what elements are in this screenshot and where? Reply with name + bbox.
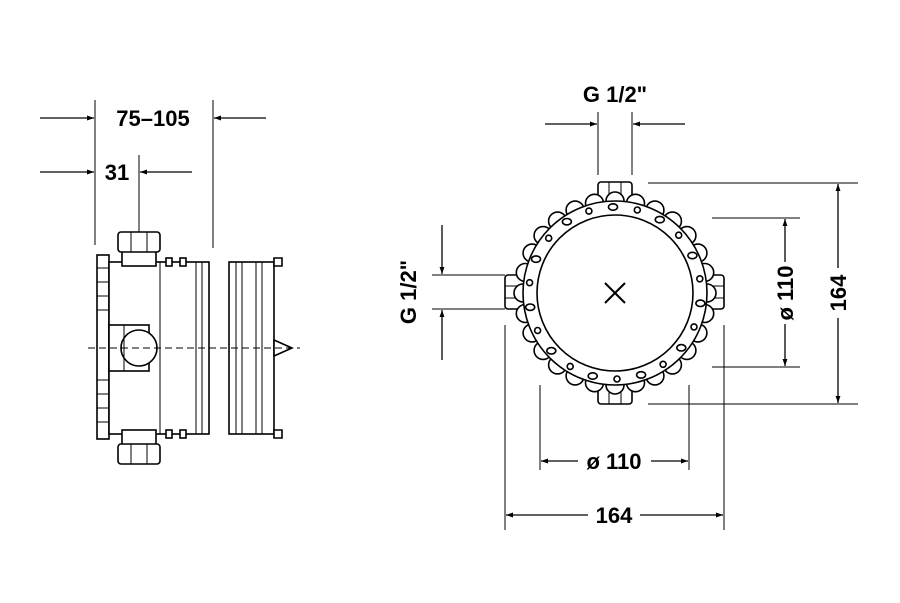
mounting-hole [635, 370, 647, 379]
top-thread-label: G 1/2" [583, 82, 647, 107]
mounting-hole [545, 346, 557, 355]
inner-diameter-vertical-label: ø 110 [773, 265, 798, 320]
depth-dimension-label: 75–105 [116, 106, 189, 131]
inner-diameter-horizontal-label: ø 110 [586, 449, 641, 474]
mounting-hole [524, 303, 536, 312]
mounting-hole [613, 375, 621, 383]
side-view: 75–105 31 [40, 100, 300, 465]
outer-size-horizontal-label: 164 [596, 503, 633, 528]
mounting-hole [654, 215, 666, 224]
mounting-hole [566, 362, 575, 371]
mounting-hole [687, 251, 698, 260]
offset-dimension-label: 31 [105, 160, 129, 185]
mounting-hole [695, 274, 704, 283]
front-view-housing [504, 181, 725, 405]
mounting-hole [530, 255, 542, 264]
mounting-hole [674, 231, 683, 239]
mounting-hole [587, 371, 599, 380]
mounting-hole [607, 203, 619, 212]
mounting-hole [561, 217, 573, 226]
mounting-hole [675, 343, 687, 352]
side-view-body [88, 231, 300, 465]
front-view: G 1/2" G 1/2" ø 110 164 [396, 82, 858, 530]
left-thread-label: G 1/2" [396, 260, 421, 324]
outer-size-vertical-label: 164 [826, 274, 851, 311]
mounting-hole [544, 234, 553, 242]
mounting-hole [533, 326, 542, 335]
mounting-hole [690, 323, 698, 331]
mounting-hole [659, 360, 667, 369]
mounting-hole [525, 278, 534, 287]
mounting-hole [633, 206, 642, 214]
mounting-hole [695, 299, 706, 308]
mounting-hole [585, 207, 593, 215]
